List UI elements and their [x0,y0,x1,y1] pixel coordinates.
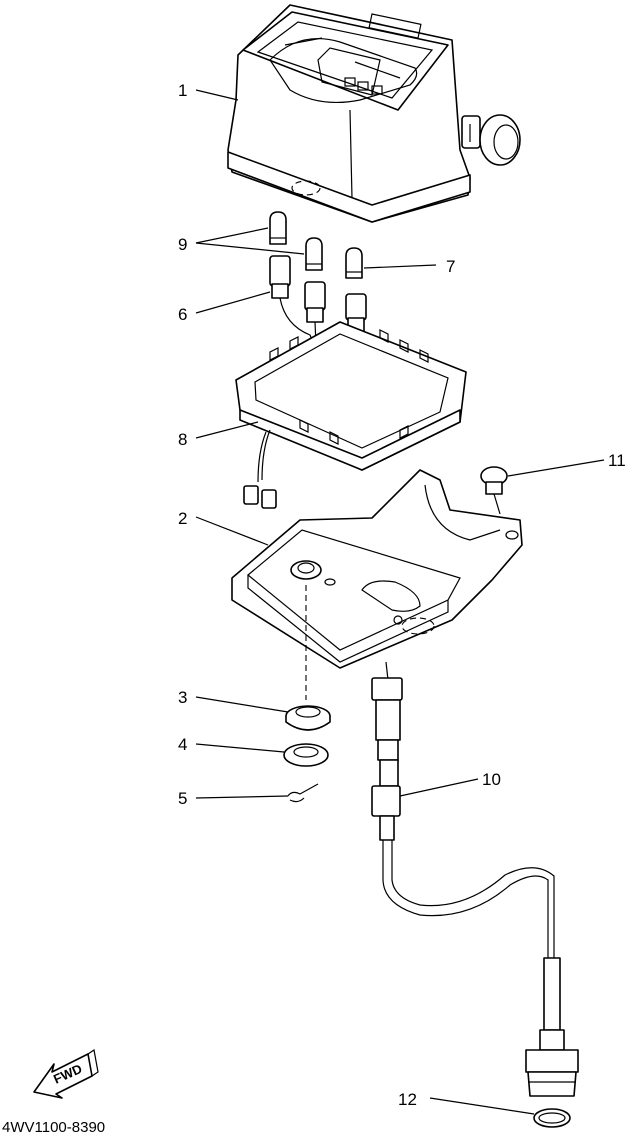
callout-11: 11 [608,451,626,470]
meter-case-frame [235,321,467,509]
callout-4: 4 [178,735,187,754]
callout-9: 9 [178,235,187,254]
callout-6: 6 [178,305,187,324]
washer [283,743,329,767]
diagram-code: 4WV1100-8390 [2,1119,105,1134]
o-ring [533,1108,571,1128]
fwd-arrow-icon: FWD [33,1048,99,1099]
callout-10: 10 [482,770,501,789]
lower-case-bracket [231,469,523,669]
callout-2: 2 [178,509,187,528]
bulb-right [345,247,363,279]
screw [480,466,508,515]
callout-8: 8 [178,430,187,449]
clip [287,783,319,803]
grommet [285,705,331,731]
callout-7: 7 [446,257,455,276]
bulb-left [269,211,287,245]
callout-3: 3 [178,688,187,707]
callout-12: 12 [398,1090,417,1109]
speedometer-cable [371,661,579,1097]
bulb-center [305,237,323,271]
callout-5: 5 [178,789,187,808]
meter-housing [227,4,521,223]
callout-1: 1 [178,81,187,100]
